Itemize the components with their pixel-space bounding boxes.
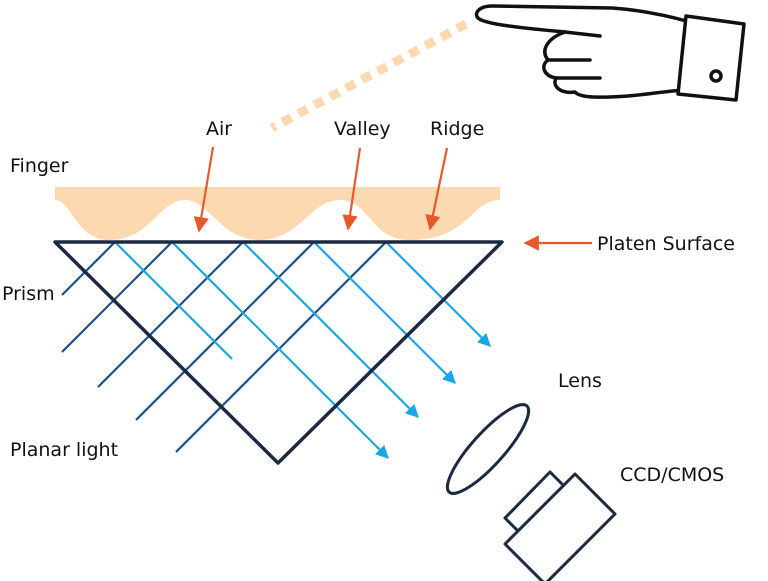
incident-ray (135, 241, 315, 421)
ridge-arrow (425, 147, 449, 231)
reflected-ray (313, 241, 456, 384)
reflected-ray (242, 241, 419, 418)
lens-label: Lens (558, 370, 602, 392)
reflected-ray (114, 241, 233, 360)
prism-shape (53, 240, 504, 465)
hand-dotted-line (269, 20, 469, 132)
reflected-ray (171, 241, 389, 459)
planar-light-label: Planar light (10, 439, 119, 461)
pointer-arrows (193, 146, 592, 251)
reflected-ray (385, 241, 491, 347)
incident-light-rays (61, 241, 387, 453)
incident-ray (61, 241, 173, 353)
incident-ray (175, 241, 387, 453)
incident-ray (61, 241, 116, 296)
air-arrow (193, 146, 215, 233)
sensor-label: CCD/CMOS (620, 464, 725, 486)
finger-skin (55, 187, 500, 240)
pointing-hand-icon (474, 4, 746, 102)
ridge-label: Ridge (430, 118, 485, 140)
finger-label: Finger (10, 155, 69, 177)
air-label: Air (206, 118, 233, 140)
valley-label: Valley (334, 118, 391, 140)
sensor-camera-icon (503, 470, 617, 581)
reflected-light-rays (114, 241, 491, 459)
valley-arrow (342, 147, 362, 231)
incident-ray (97, 241, 244, 388)
prism-label: Prism (2, 283, 55, 305)
platen-surface-label: Platen Surface (597, 233, 735, 255)
lens-shape (445, 403, 531, 495)
